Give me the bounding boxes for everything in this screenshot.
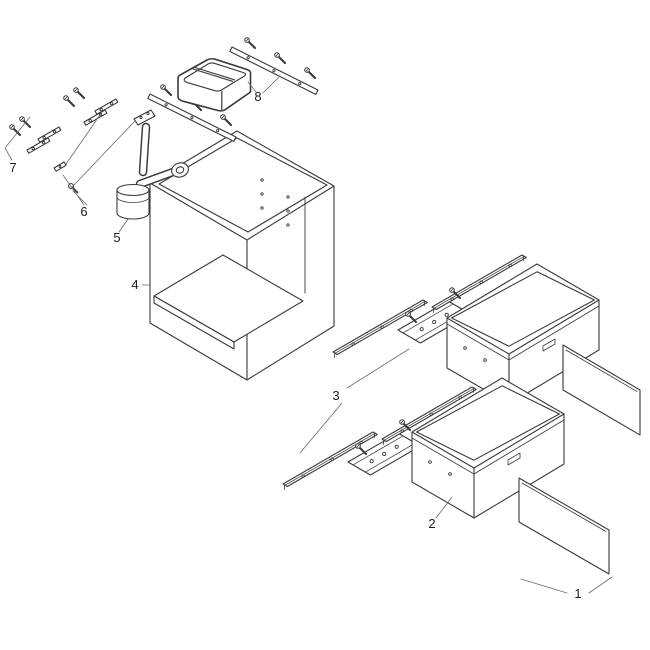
part-label-5: 5 bbox=[113, 230, 120, 245]
small-fittings: 6 bbox=[53, 111, 136, 219]
part-label-1: 1 bbox=[574, 586, 581, 601]
screw-icon bbox=[354, 442, 368, 456]
part-label-8: 8 bbox=[254, 89, 261, 104]
drawer-boxes: 2 bbox=[411, 263, 600, 531]
leader-8 bbox=[247, 76, 280, 94]
leader-2 bbox=[435, 496, 453, 519]
front-panel-lower bbox=[518, 477, 610, 575]
leader-3 bbox=[299, 348, 410, 454]
assembly-lines bbox=[63, 111, 136, 186]
screw-icon bbox=[273, 51, 287, 65]
screw-icon bbox=[62, 94, 76, 108]
tray-divider bbox=[192, 66, 236, 82]
wall-bracket bbox=[133, 109, 156, 126]
screw-icon bbox=[159, 83, 173, 97]
drawer-runners: 3 bbox=[282, 254, 527, 491]
top-rails-and-tray: 8 bbox=[147, 36, 319, 142]
leader-1 bbox=[520, 576, 613, 594]
leader-7 bbox=[4, 116, 31, 161]
part-label-3: 3 bbox=[332, 388, 339, 403]
part-label-2: 2 bbox=[428, 516, 435, 531]
part-label-7: 7 bbox=[9, 160, 16, 175]
front-panels: 1 bbox=[518, 344, 641, 601]
part-label-6: 6 bbox=[80, 204, 87, 219]
trap-cup bbox=[116, 183, 150, 220]
screw-icon bbox=[404, 310, 418, 324]
system-holes bbox=[260, 178, 290, 227]
cabinet-carcass: 4 bbox=[131, 130, 335, 381]
cabinet-top-inner-rim bbox=[158, 137, 328, 233]
screw-icon bbox=[243, 36, 257, 50]
wall-flange bbox=[171, 162, 189, 178]
front-panel-upper bbox=[562, 344, 641, 436]
shelf bbox=[153, 254, 304, 350]
screw-icon bbox=[303, 66, 317, 80]
screw-icon bbox=[219, 113, 233, 127]
screw-icon bbox=[18, 115, 32, 129]
accessory-tray bbox=[177, 57, 252, 112]
siphon-trap: 5 bbox=[113, 109, 189, 245]
screw-icon bbox=[8, 123, 22, 137]
leader-6 bbox=[62, 174, 88, 206]
screw-icon bbox=[72, 86, 86, 100]
part-label-4: 4 bbox=[131, 277, 138, 292]
leader-5 bbox=[118, 218, 129, 233]
fixing-plates: 7 bbox=[4, 86, 119, 175]
